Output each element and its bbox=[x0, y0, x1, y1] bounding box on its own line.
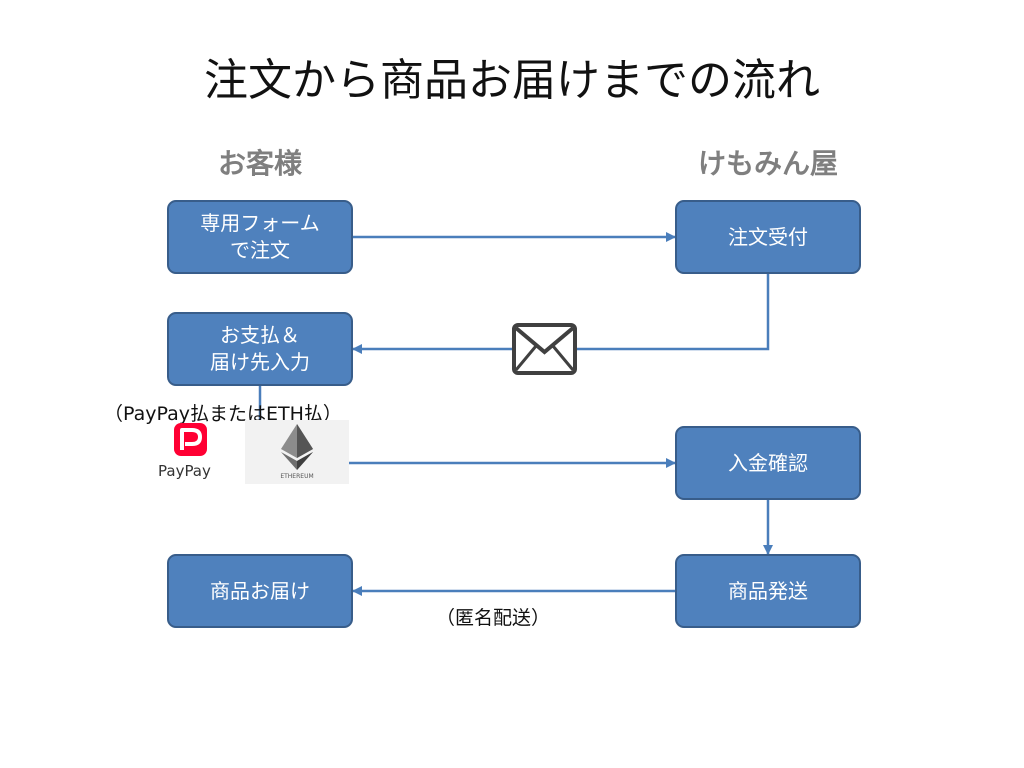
node-delivery-received: 商品お届け bbox=[167, 554, 353, 628]
paypay-logo-text: PayPay bbox=[158, 462, 211, 480]
payment-method-note: （PayPay払またはETH払） bbox=[104, 403, 342, 425]
ethereum-logo-text: ETHEREUM bbox=[280, 473, 314, 480]
column-label-customer: お客様 bbox=[217, 147, 302, 180]
node-order-received: 注文受付 bbox=[675, 200, 861, 274]
anonymous-shipping-note: （匿名配送） bbox=[436, 607, 551, 629]
paypay-logo bbox=[155, 420, 227, 486]
node-shipping: 商品発送 bbox=[675, 554, 861, 628]
envelope-icon bbox=[512, 323, 577, 375]
node-payment-confirm: 入金確認 bbox=[675, 426, 861, 500]
column-label-shop: けもみん屋 bbox=[697, 147, 838, 180]
ethereum-logo-icon bbox=[281, 424, 313, 470]
paypay-logo-icon bbox=[174, 423, 207, 456]
node-order-form: 専用フォーム で注文 bbox=[167, 200, 353, 274]
ethereum-logo: ETHEREUM bbox=[245, 420, 349, 484]
page-title: 注文から商品お届けまでの流れ bbox=[204, 55, 820, 106]
node-payment: お支払＆ 届け先入力 bbox=[167, 312, 353, 386]
arrow-received-to-payment bbox=[352, 274, 770, 354]
